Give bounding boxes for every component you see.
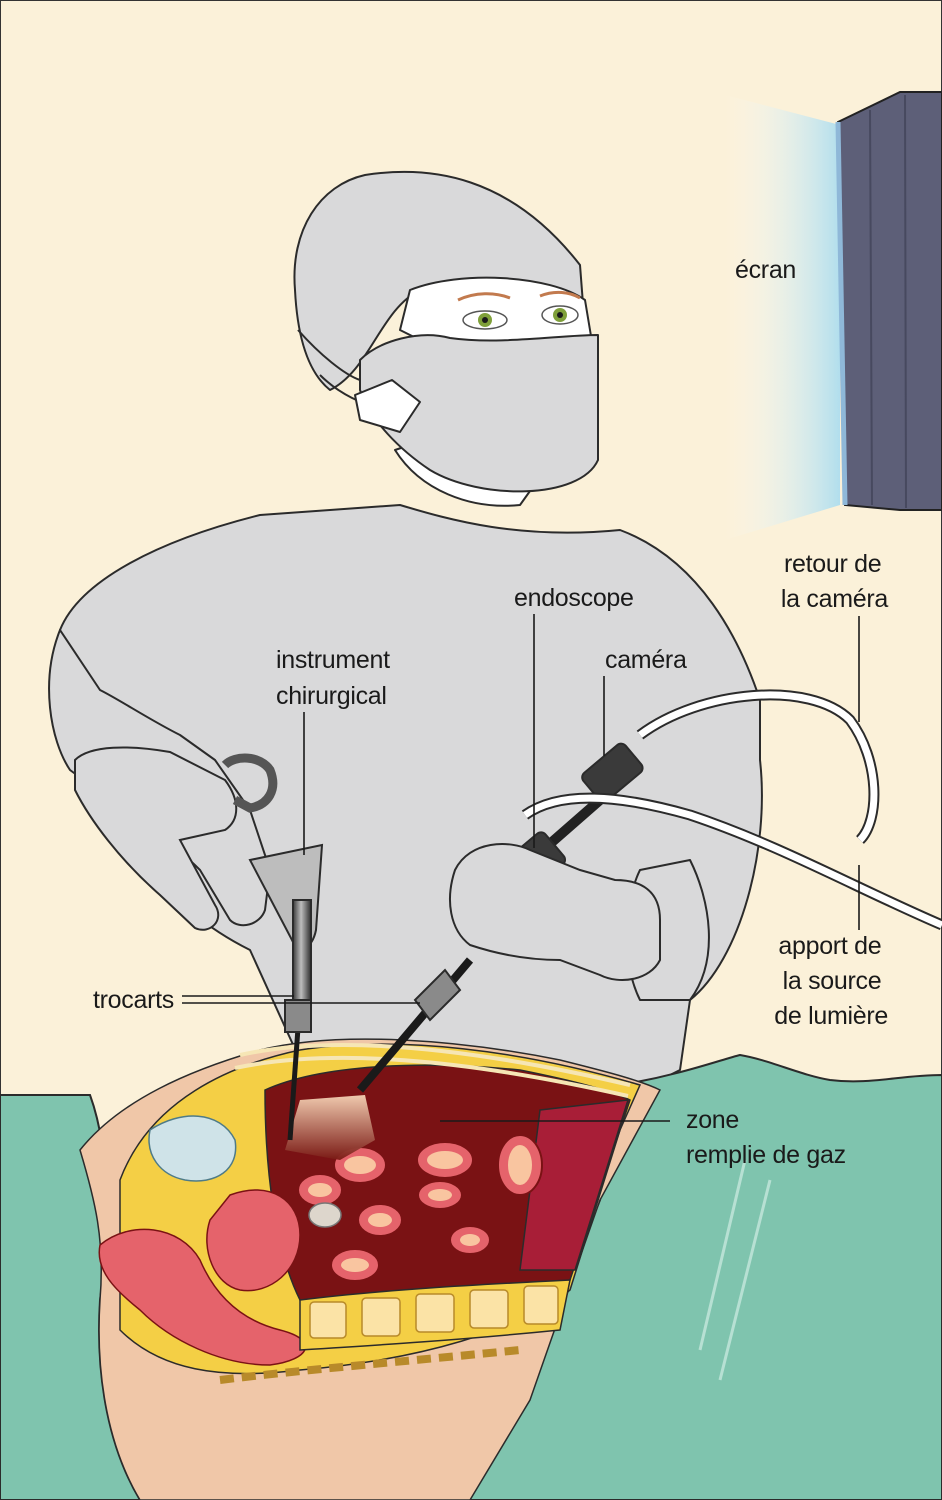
instrument-shaft <box>292 899 312 1001</box>
cables <box>521 689 942 931</box>
surgeon-eyes <box>457 290 581 330</box>
abdominal-wall-lines <box>234 1043 631 1098</box>
label-surgical-instrument: instrument chirurgical <box>276 646 396 710</box>
instrument-ring-handle <box>221 753 278 813</box>
vertebrae <box>309 1285 559 1339</box>
right-glove <box>449 843 661 981</box>
patient-anatomy <box>79 1038 662 1500</box>
instrument-trocar <box>284 999 312 1033</box>
surgeon-mask <box>359 334 599 493</box>
liver <box>519 1099 630 1271</box>
mask-ear-loop <box>354 379 421 433</box>
camera-head <box>581 742 644 803</box>
spinal-processes <box>219 1346 521 1384</box>
label-screen: écran <box>735 256 796 284</box>
label-endoscope: endoscope <box>514 584 634 612</box>
label-light-source: apport de la source de lumière <box>774 932 888 1030</box>
label-trocars: trocarts <box>93 986 174 1014</box>
label-camera-return: retour de la caméra <box>781 550 888 613</box>
label-camera: caméra <box>605 646 687 674</box>
surgical-instrument <box>221 753 324 1141</box>
screen-light-glow <box>725 95 840 540</box>
endoscope-light-beam <box>285 1095 375 1160</box>
monitor-screen <box>835 91 942 511</box>
uterus <box>206 1189 301 1292</box>
label-gas-zone: zone remplie de gaz <box>686 1106 846 1169</box>
endoscope-trocar <box>413 968 462 1022</box>
leader-lines <box>182 614 860 1122</box>
left-glove <box>74 746 238 931</box>
bladder <box>148 1115 237 1182</box>
ovary <box>308 1202 342 1228</box>
intestine-lumens <box>308 1145 532 1272</box>
